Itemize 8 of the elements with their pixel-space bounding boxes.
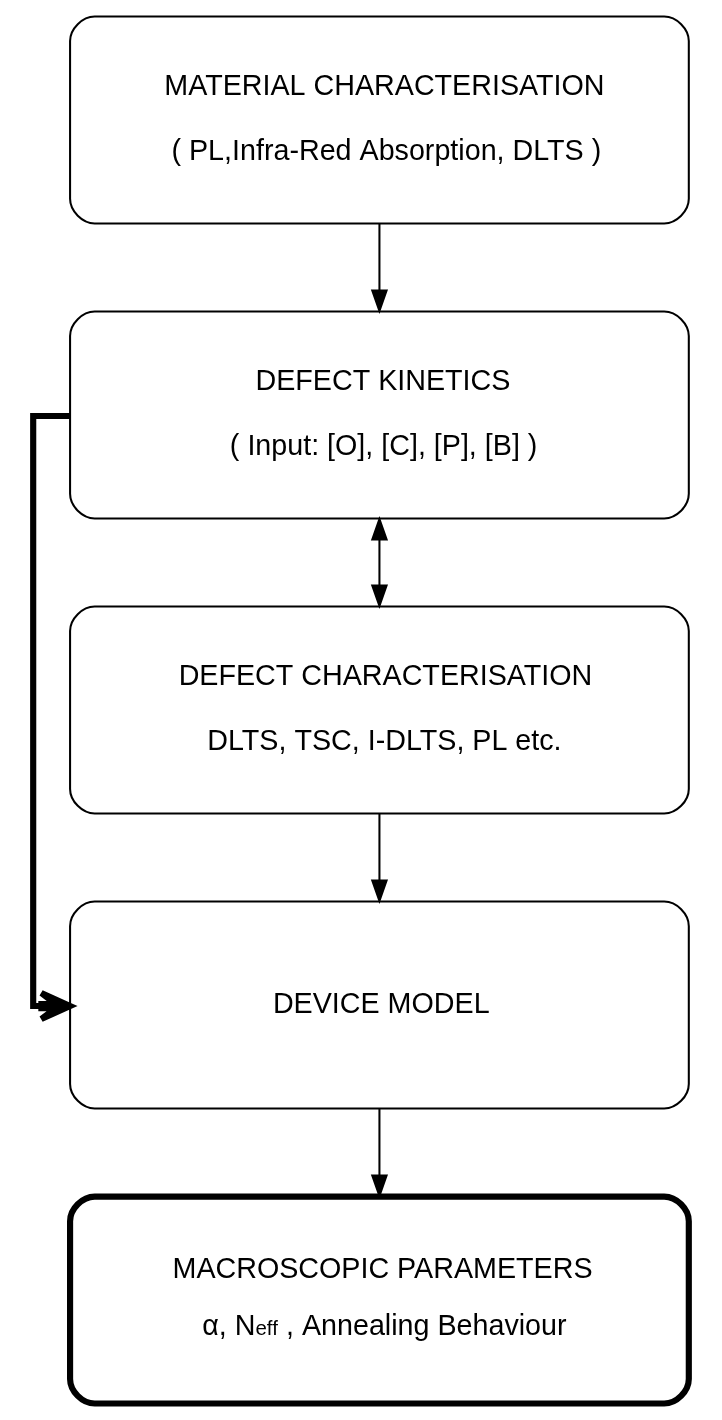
arrow (370, 515, 389, 610)
arrow (370, 814, 389, 905)
arrow (370, 223, 389, 314)
node-box: MATERIAL CHARACTERISATION ( PL,Infra-Red Absorption, DLTS ) (69, 15, 690, 225)
node-box: DEFECT KINETICS ( Input: [O], [C], [P], [B] ) (69, 310, 690, 520)
node-box: DEFECT CHARACTERISATION DLTS, TSC, I-DLTS, PL etc. (69, 605, 690, 815)
node-box: DEVICE MODEL (69, 900, 690, 1110)
node-box: MACROSCOPIC PARAMETERS α, Neff , Annealing Behaviour (67, 1193, 692, 1407)
